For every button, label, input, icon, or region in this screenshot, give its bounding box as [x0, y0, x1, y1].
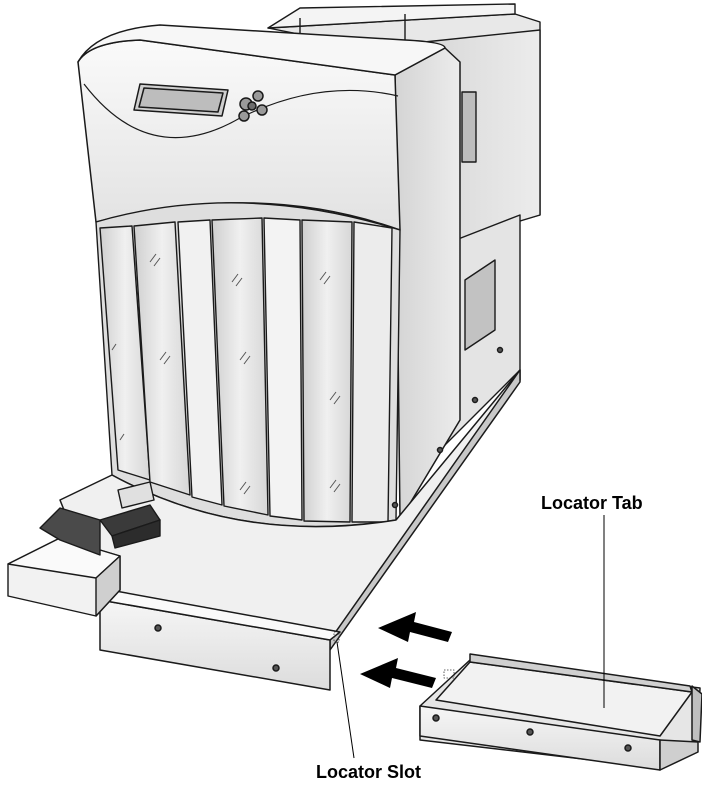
- leader-locator-slot: [336, 641, 355, 759]
- accessory-tray: [419, 653, 702, 771]
- disc-bin-carousel: [95, 202, 401, 528]
- arrow-upper: [378, 612, 452, 642]
- locator-slot-label: Locator Slot: [316, 762, 422, 782]
- insertion-arrows: [360, 612, 452, 688]
- output-tray: [99, 589, 341, 691]
- arrow-lower: [360, 658, 436, 688]
- locator-tab-label: Locator Tab: [541, 493, 643, 513]
- front-housing: [77, 24, 461, 521]
- locator-slot-mark: [333, 631, 340, 643]
- rear-housing: [267, 3, 541, 461]
- leader-lines: [336, 515, 605, 759]
- picker-arm: [7, 481, 161, 617]
